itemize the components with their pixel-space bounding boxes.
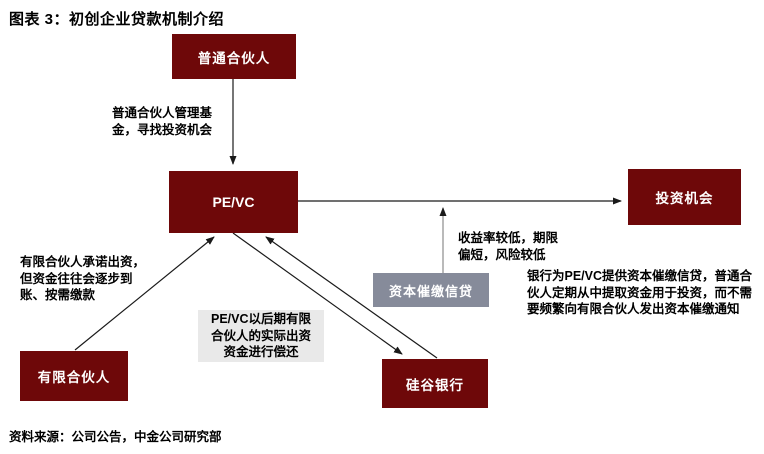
node-svb-label: 硅谷银行 [406, 377, 464, 393]
note-gp-manages-fund: 普通合伙人管理基 金，寻找投资机会 [112, 106, 213, 137]
note-yield-risk: 收益率较低，期限 偏短，风险较低 [458, 231, 559, 262]
node-general-partner-label: 普通合伙人 [197, 50, 271, 66]
node-svb: 硅谷银行 [382, 359, 488, 408]
node-capital-call-credit: 资本催缴信贷 [373, 273, 489, 307]
figure-title: 图表 3：初创企业贷款机制介绍 [9, 11, 225, 28]
node-pevc-label: PE/VC [212, 194, 255, 210]
node-general-partner: 普通合伙人 [172, 34, 296, 79]
node-limited-partner-label: 有限合伙人 [37, 370, 111, 385]
note-repayment: PE/VC以后期有限 合伙人的实际出资 资金进行偿还 [198, 310, 324, 362]
note-bank-credit-explain: 银行为PE/VC提供资本催缴信贷，普通合 伙人定期从中提取资金用于投资，而不需 … [527, 269, 753, 316]
node-investment-opportunity: 投资机会 [628, 169, 741, 225]
node-limited-partner: 有限合伙人 [20, 351, 128, 401]
node-capital-call-credit-label: 资本催缴信贷 [388, 283, 473, 299]
source-note: 资料来源：公司公告，中金公司研究部 [9, 430, 222, 444]
note-lp-commitment: 有限合伙人承诺出资， 但资金往往会逐步到 账、按需缴款 [20, 255, 146, 302]
node-pevc: PE/VC [169, 171, 298, 233]
node-investment-opportunity-label: 投资机会 [655, 191, 714, 206]
